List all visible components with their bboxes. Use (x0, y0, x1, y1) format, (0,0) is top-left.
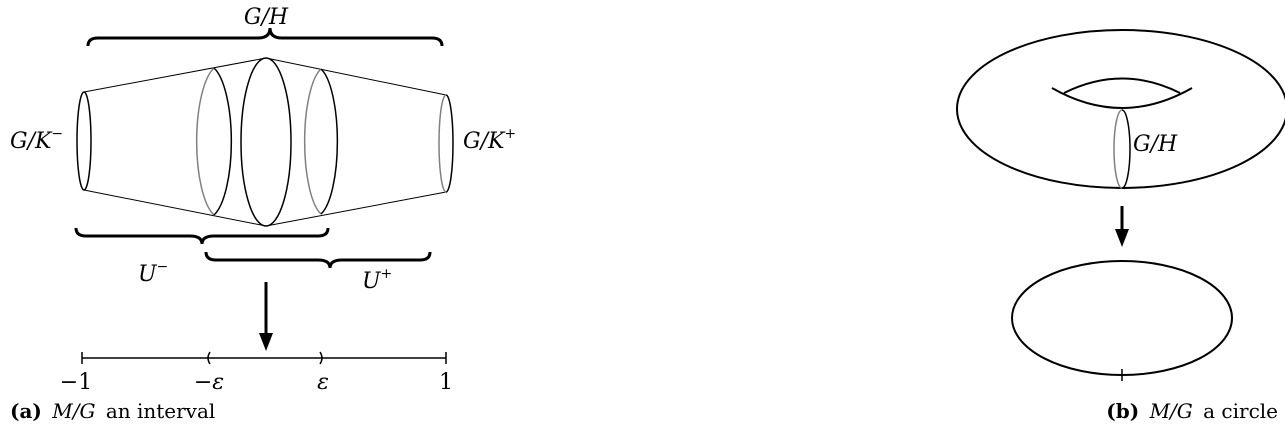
fiber-middle-1-front (213, 67, 233, 216)
tick-eps (319, 351, 323, 365)
label-fiber-gh: G/H (1133, 132, 1178, 157)
cone-right-top (265, 57, 447, 96)
torus-hole-lower (1051, 87, 1193, 109)
base-circle (1011, 260, 1233, 376)
fiber-middle-1-back (195, 67, 215, 216)
arrow-a-head (259, 333, 273, 351)
tick-label-one: 1 (439, 370, 453, 395)
label-u-minus: U− (138, 259, 168, 287)
fiber-middle-2-back (240, 57, 267, 227)
caption-a: (a) M/G an interval (10, 399, 215, 423)
label-u-plus: U+ (362, 266, 392, 294)
tick-label-minus-eps: −ε (194, 370, 224, 395)
label-gk-plus: G/K+ (463, 126, 516, 154)
torus-hole-upper (1063, 77, 1181, 94)
brace-u-plus (204, 251, 432, 269)
tick-label-eps: ε (317, 370, 329, 395)
tick-minus-eps (207, 351, 211, 365)
brace-u-minus (74, 227, 330, 245)
figure-a: G/H G/K− G/K+ U− U (10, 5, 516, 423)
caption-b: (b) M/G a circle (1106, 399, 1278, 423)
label-gh: G/H (244, 5, 289, 30)
cone-left-bottom (83, 189, 267, 227)
fiber-right-end-back (438, 94, 447, 193)
arrow-b-head (1115, 229, 1129, 247)
torus-fiber-back (1113, 109, 1123, 189)
fiber-middle-3-back (303, 68, 322, 215)
figure-b: G/H (b) M/G a circle (956, 29, 1285, 423)
brace-gh (86, 27, 444, 47)
fiber-right-end-front (445, 94, 454, 193)
label-gk-minus: G/K− (10, 126, 63, 154)
cone-right-bottom (265, 191, 447, 227)
fiber-middle-2-front (265, 57, 292, 227)
cone-left-top (83, 57, 267, 93)
fiber-left-end (76, 91, 92, 191)
torus-fiber-front (1121, 109, 1131, 189)
tick-label-minus-one: −1 (60, 370, 92, 395)
fiber-middle-3-front (320, 68, 339, 215)
